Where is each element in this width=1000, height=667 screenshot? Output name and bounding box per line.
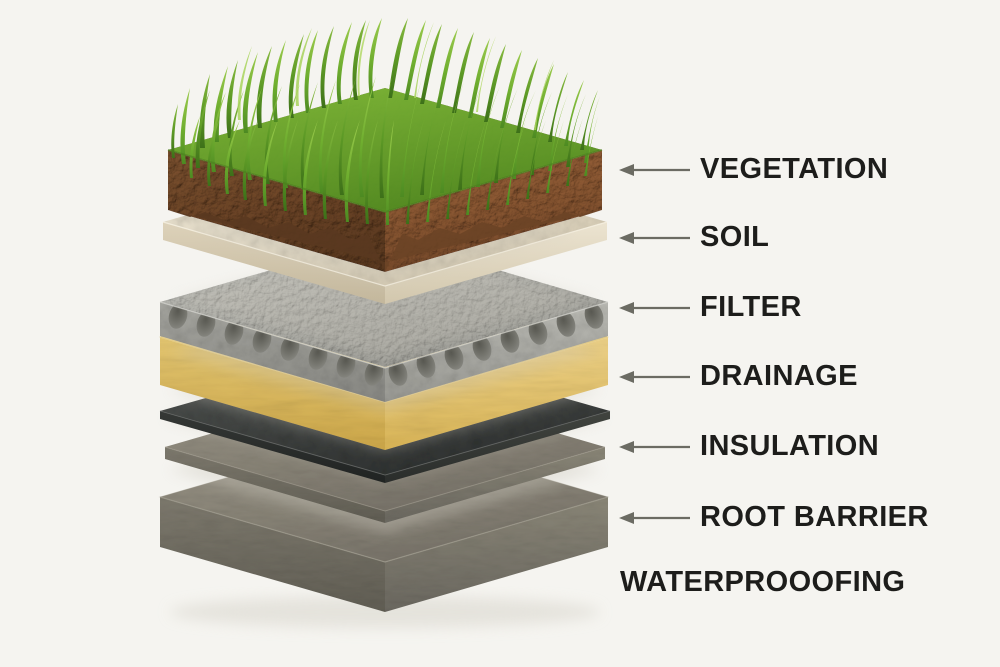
vegetation-grass-highlights <box>237 20 554 130</box>
arrow-root-barrier <box>619 512 690 524</box>
vegetation-grass-mid-row <box>180 76 600 198</box>
label-root-barrier[interactable]: ROOT BARRIER <box>700 501 929 533</box>
vegetation-soil-bottom-crumb-right <box>385 210 602 272</box>
label-waterproofing[interactable]: WATERPROOOFING <box>620 566 906 598</box>
waterproofing-right-face <box>385 497 608 612</box>
layer-vegetation[interactable] <box>167 18 603 285</box>
root-barrier-edge-highlight <box>164 446 606 512</box>
vegetation-grass-front-row <box>171 104 598 225</box>
filter-right-face <box>385 302 608 402</box>
insulation-left-face <box>160 411 385 483</box>
waterproofing-edge-highlight <box>159 496 609 563</box>
filter-edge-highlight <box>159 301 609 369</box>
filter-dimples-right <box>388 303 604 386</box>
label-insulation[interactable]: INSULATION <box>700 430 880 462</box>
arrow-filter <box>619 302 690 314</box>
vegetation-grass-back-row <box>199 18 598 150</box>
callout-arrows <box>619 164 690 524</box>
arrow-drainage <box>619 371 690 383</box>
filter-left-face <box>160 302 385 402</box>
arrow-soil <box>619 232 690 244</box>
vegetation-grass-soil-seam <box>167 149 603 214</box>
insulation-right-face <box>385 411 610 483</box>
arrow-vegetation <box>619 164 690 176</box>
soil-right-face <box>385 222 607 304</box>
arrow-insulation <box>619 441 690 453</box>
soil-left-face <box>163 222 385 304</box>
label-soil[interactable]: SOIL <box>700 221 770 253</box>
label-vegetation[interactable]: VEGETATION <box>700 153 889 185</box>
soil-edge-highlight <box>162 221 608 287</box>
waterproofing-left-face <box>160 497 385 612</box>
root-barrier-left-face <box>165 447 385 523</box>
insulation-edge-highlight <box>159 410 611 476</box>
vegetation-soil-bottom-crumb-left <box>168 210 385 272</box>
label-drainage[interactable]: DRAINAGE <box>700 360 858 392</box>
label-filter[interactable]: FILTER <box>700 291 802 323</box>
root-barrier-right-face <box>385 447 605 523</box>
